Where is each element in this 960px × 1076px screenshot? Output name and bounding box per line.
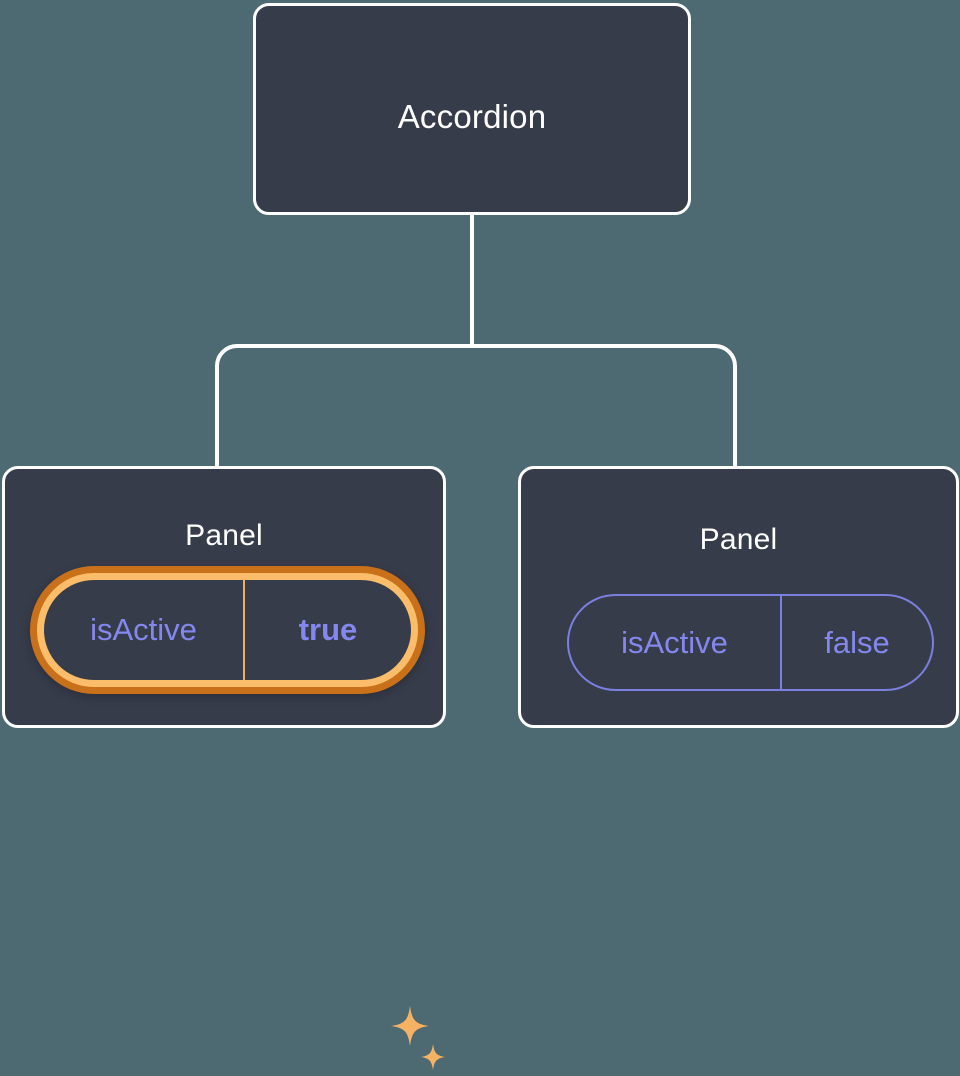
sparkles-icon	[391, 1006, 445, 1070]
edge-branch-left	[215, 344, 472, 466]
prop-value: true	[243, 580, 411, 680]
prop-pill-isactive-true[interactable]: isActive true	[37, 573, 418, 687]
sparkle-small-icon	[421, 1044, 445, 1070]
node-accordion[interactable]: Accordion	[253, 3, 691, 215]
prop-key: isActive	[90, 612, 197, 647]
edge-branch-right	[472, 344, 737, 466]
node-accordion-label: Accordion	[397, 98, 547, 135]
prop-pill-isactive-false[interactable]: isActive false	[567, 594, 934, 691]
sparkle-large-icon	[391, 1006, 429, 1046]
prop-value: false	[780, 596, 932, 689]
node-panel-inactive[interactable]: Panel isActive false	[518, 466, 959, 728]
component-tree-canvas: Accordion Panel isActive true Panel isAc…	[2, 3, 959, 1070]
node-panel-active-label: Panel	[185, 519, 263, 552]
node-panel-active[interactable]: Panel isActive true	[2, 466, 446, 1070]
node-panel-inactive-label: Panel	[699, 523, 778, 556]
prop-key: isActive	[621, 624, 728, 660]
